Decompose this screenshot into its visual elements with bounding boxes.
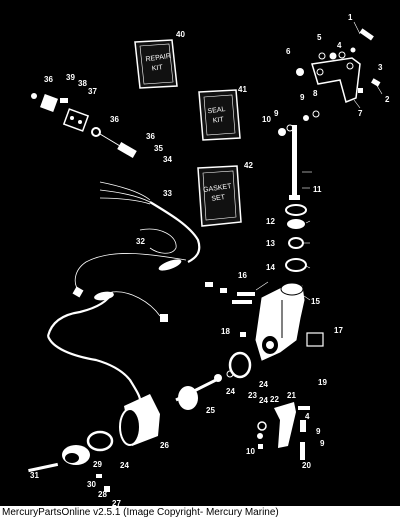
gasket-set-label-2: SET [211,194,226,203]
callout-10b: 10 [246,447,255,456]
callout-18: 18 [221,327,230,336]
leader-lines [255,21,383,301]
bolt-set[interactable] [205,282,255,304]
callout-19: 19 [318,378,327,387]
callout-24b: 24 [226,387,235,396]
callout-15: 15 [311,297,320,306]
o-ring-lower[interactable] [86,430,114,452]
switch-parts[interactable] [31,93,137,158]
callout-9a: 9 [300,93,305,102]
callout-kit-42: 42 [244,161,253,170]
callout-10: 10 [262,115,271,124]
callout-31: 31 [30,471,39,480]
callout-1: 1 [348,13,353,22]
wiring-harness[interactable] [46,181,201,401]
motor-housing[interactable] [119,394,160,446]
seal-kit-label-2: KIT [212,116,224,125]
callout-21: 21 [287,391,296,400]
callout-20: 20 [302,461,311,470]
steering-rod-assembly[interactable] [278,110,320,272]
gasket-set-box[interactable]: GASKET SET [197,165,242,227]
callout-37: 37 [88,87,97,96]
clip-32[interactable] [139,228,177,254]
callout-6: 6 [286,47,291,56]
callout-28: 28 [98,490,107,499]
callout-36c: 36 [44,75,53,84]
decal[interactable] [306,332,324,347]
callout-labels: 1 2 3 4 5 6 7 8 9 9 10 11 12 13 14 15 16… [30,13,390,506]
callout-33: 33 [163,189,172,198]
callout-34: 34 [163,155,172,164]
callout-4b: 4 [305,412,310,421]
seal-kit-box[interactable]: SEAL KIT [198,89,241,141]
callout-27: 27 [112,499,121,506]
callout-25: 25 [206,406,215,415]
exploded-parts-diagram: REPAIR KIT 40 SEAL KIT 41 GASKET SET 42 [28,13,390,506]
callout-7: 7 [358,109,363,118]
callout-11: 11 [313,185,322,194]
callout-38: 38 [78,79,87,88]
callout-35: 35 [154,144,163,153]
repair-kit-box[interactable]: REPAIR KIT [134,39,178,89]
callout-17: 17 [334,326,343,335]
armature[interactable] [175,370,234,410]
callout-2: 2 [385,95,390,104]
repair-kit-label-2: KIT [151,64,163,73]
callout-24d: 24 [259,396,268,405]
bracket-lower[interactable] [257,402,310,460]
callout-30: 30 [87,480,96,489]
callout-8: 8 [313,89,318,98]
callout-23: 23 [248,391,257,400]
callout-5: 5 [317,33,322,42]
callout-13: 13 [266,239,275,248]
copyright-footer: MercuryPartsOnline v2.5.1 (Image Copyrig… [0,506,400,520]
seal-kit-label-1: SEAL [207,106,226,115]
callout-9c: 9 [316,427,321,436]
brush[interactable] [104,486,110,492]
callout-3: 3 [378,63,383,72]
repair-kit-label-1: REPAIR [145,53,171,63]
callout-9d: 9 [320,439,325,448]
through-bolt[interactable] [28,462,59,473]
callout-39: 39 [66,73,75,82]
callout-36a: 36 [146,132,155,141]
callout-32: 32 [136,237,145,246]
valve-housing[interactable] [255,282,305,361]
mounting-bracket-assembly[interactable] [296,28,381,104]
callout-kit-40: 40 [176,30,185,39]
callout-29: 29 [93,460,102,469]
brush-clip[interactable] [96,474,102,478]
callout-24c: 24 [120,461,129,470]
o-ring[interactable] [228,351,252,379]
callout-36b: 36 [110,115,119,124]
callout-9b: 9 [274,109,279,118]
callout-12: 12 [266,217,275,226]
gasket-set-label-1: GASKET [203,183,233,194]
callout-22: 22 [270,395,279,404]
end-cap[interactable] [62,445,90,465]
callout-26: 26 [160,441,169,450]
callout-14: 14 [266,263,275,272]
callout-24a: 24 [259,380,268,389]
screw[interactable] [240,332,246,337]
callout-16: 16 [238,271,247,280]
callout-4: 4 [337,41,342,50]
callout-kit-41: 41 [238,85,247,94]
